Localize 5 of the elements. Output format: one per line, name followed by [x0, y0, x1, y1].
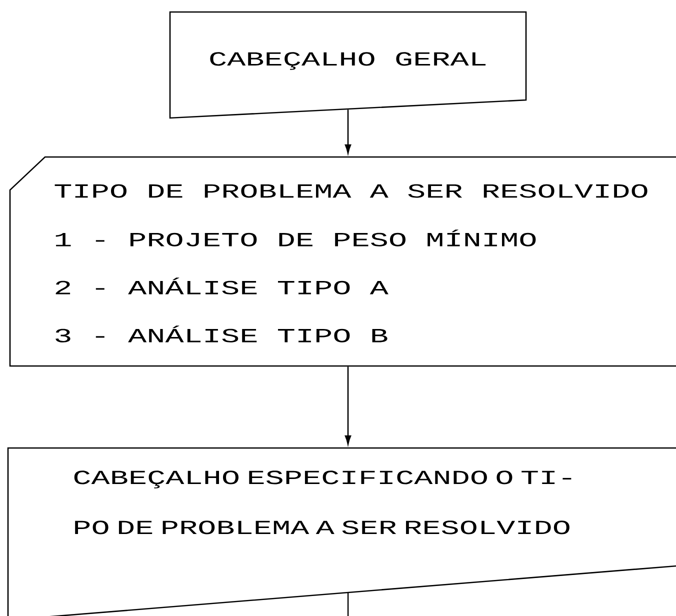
arrow: [344, 366, 352, 445]
process-box: CABEÇALHO GERAL: [169, 11, 527, 119]
arrow: [344, 110, 352, 154]
card-box: TIPO DE PROBLEMA A SER RESOLVIDO 1 - PROJETO DE PESO MÍNIMO 2 - ANÁLISE TIPO A 3 - ANÁLISE TIPO B: [9, 156, 676, 367]
process-box: CABEÇALHO ESPECIFICANDO O TI- PO DE PROBLEMA A SER RESOLVIDO: [7, 447, 676, 616]
